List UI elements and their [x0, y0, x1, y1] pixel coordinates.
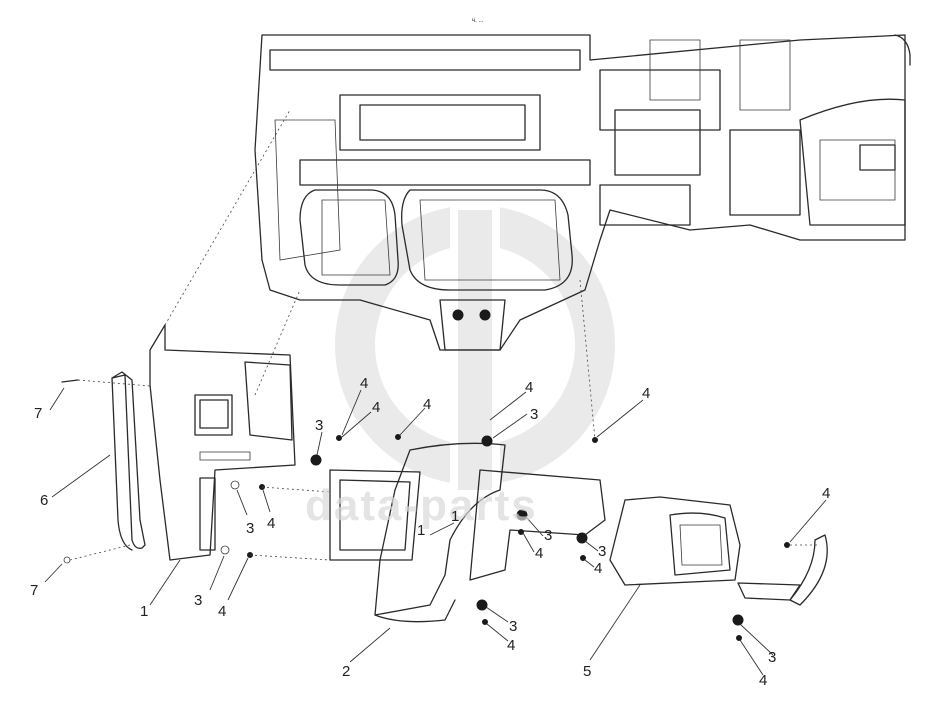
leader-lines [44, 387, 827, 676]
callout-4-upper-d: 4 [525, 379, 533, 396]
callout-1-center-b: 1 [417, 522, 425, 539]
part-1-side-panel [149, 324, 296, 561]
callout-3-upper-center: 3 [530, 406, 538, 423]
callout-7-bottom: 7 [30, 582, 38, 599]
callout-4-upper-a: 4 [360, 375, 368, 392]
part-5-right-panel [609, 496, 828, 606]
callout-4-right-low: 4 [759, 672, 767, 689]
callout-4-upper-right: 4 [642, 385, 650, 402]
part-2-center-panel [329, 442, 606, 623]
callout-3-center-b: 3 [598, 543, 606, 560]
fasteners [61, 379, 790, 641]
callout-4-center-a: 4 [535, 545, 543, 562]
callout-5: 5 [583, 663, 591, 680]
callout-4-left-low: 4 [218, 603, 226, 620]
watermark-text: data-parts [305, 481, 538, 530]
callout-4-lower: 4 [507, 637, 515, 654]
callout-3-upper-left: 3 [315, 417, 323, 434]
callout-7-top: 7 [34, 405, 42, 422]
callout-1-left: 1 [140, 603, 148, 620]
callout-1-center: 1 [451, 508, 459, 525]
callout-3-right: 3 [768, 649, 776, 666]
callout-6: 6 [40, 492, 48, 509]
part-6-trim-strip [111, 371, 146, 551]
watermark-logo [335, 200, 615, 500]
callout-3-center-a: 3 [544, 527, 552, 544]
callout-2: 2 [342, 663, 350, 680]
callout-4-upper-c: 4 [423, 396, 431, 413]
callout-3-left-low: 3 [194, 592, 202, 609]
callout-3-lower: 3 [509, 618, 517, 635]
callout-4-upper-b: 4 [372, 399, 380, 416]
callout-4-right: 4 [822, 485, 830, 502]
assembly-lines [69, 109, 820, 561]
header-caption: ч. ... [472, 18, 484, 24]
dashboard-frame [254, 34, 911, 351]
callout-3-left-mid: 3 [246, 520, 254, 537]
callout-4-center-b: 4 [594, 560, 602, 577]
callout-4-left-mid: 4 [267, 515, 275, 532]
